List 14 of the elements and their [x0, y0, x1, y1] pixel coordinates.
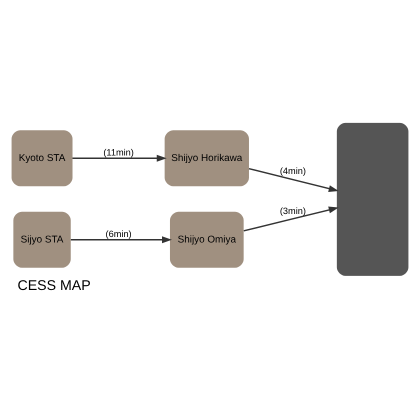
arrow — [72, 154, 167, 162]
arrow — [70, 236, 172, 244]
edge-label: (11min) — [103, 148, 134, 158]
node-box — [336, 122, 408, 276]
edge-label: (4min) — [280, 166, 306, 176]
diagram-title: CESS MAP — [18, 278, 91, 294]
node-box: Shijyo Omiya — [170, 212, 244, 268]
arrow — [244, 206, 339, 232]
edge-label: (3min) — [280, 206, 306, 216]
node-box: Sijyo STA — [13, 212, 71, 268]
edge-label: (6min) — [106, 229, 132, 240]
arrow — [248, 168, 339, 192]
node-box: Kyoto STA — [12, 130, 73, 186]
node-box: Shijyo Horikawa — [164, 130, 249, 186]
